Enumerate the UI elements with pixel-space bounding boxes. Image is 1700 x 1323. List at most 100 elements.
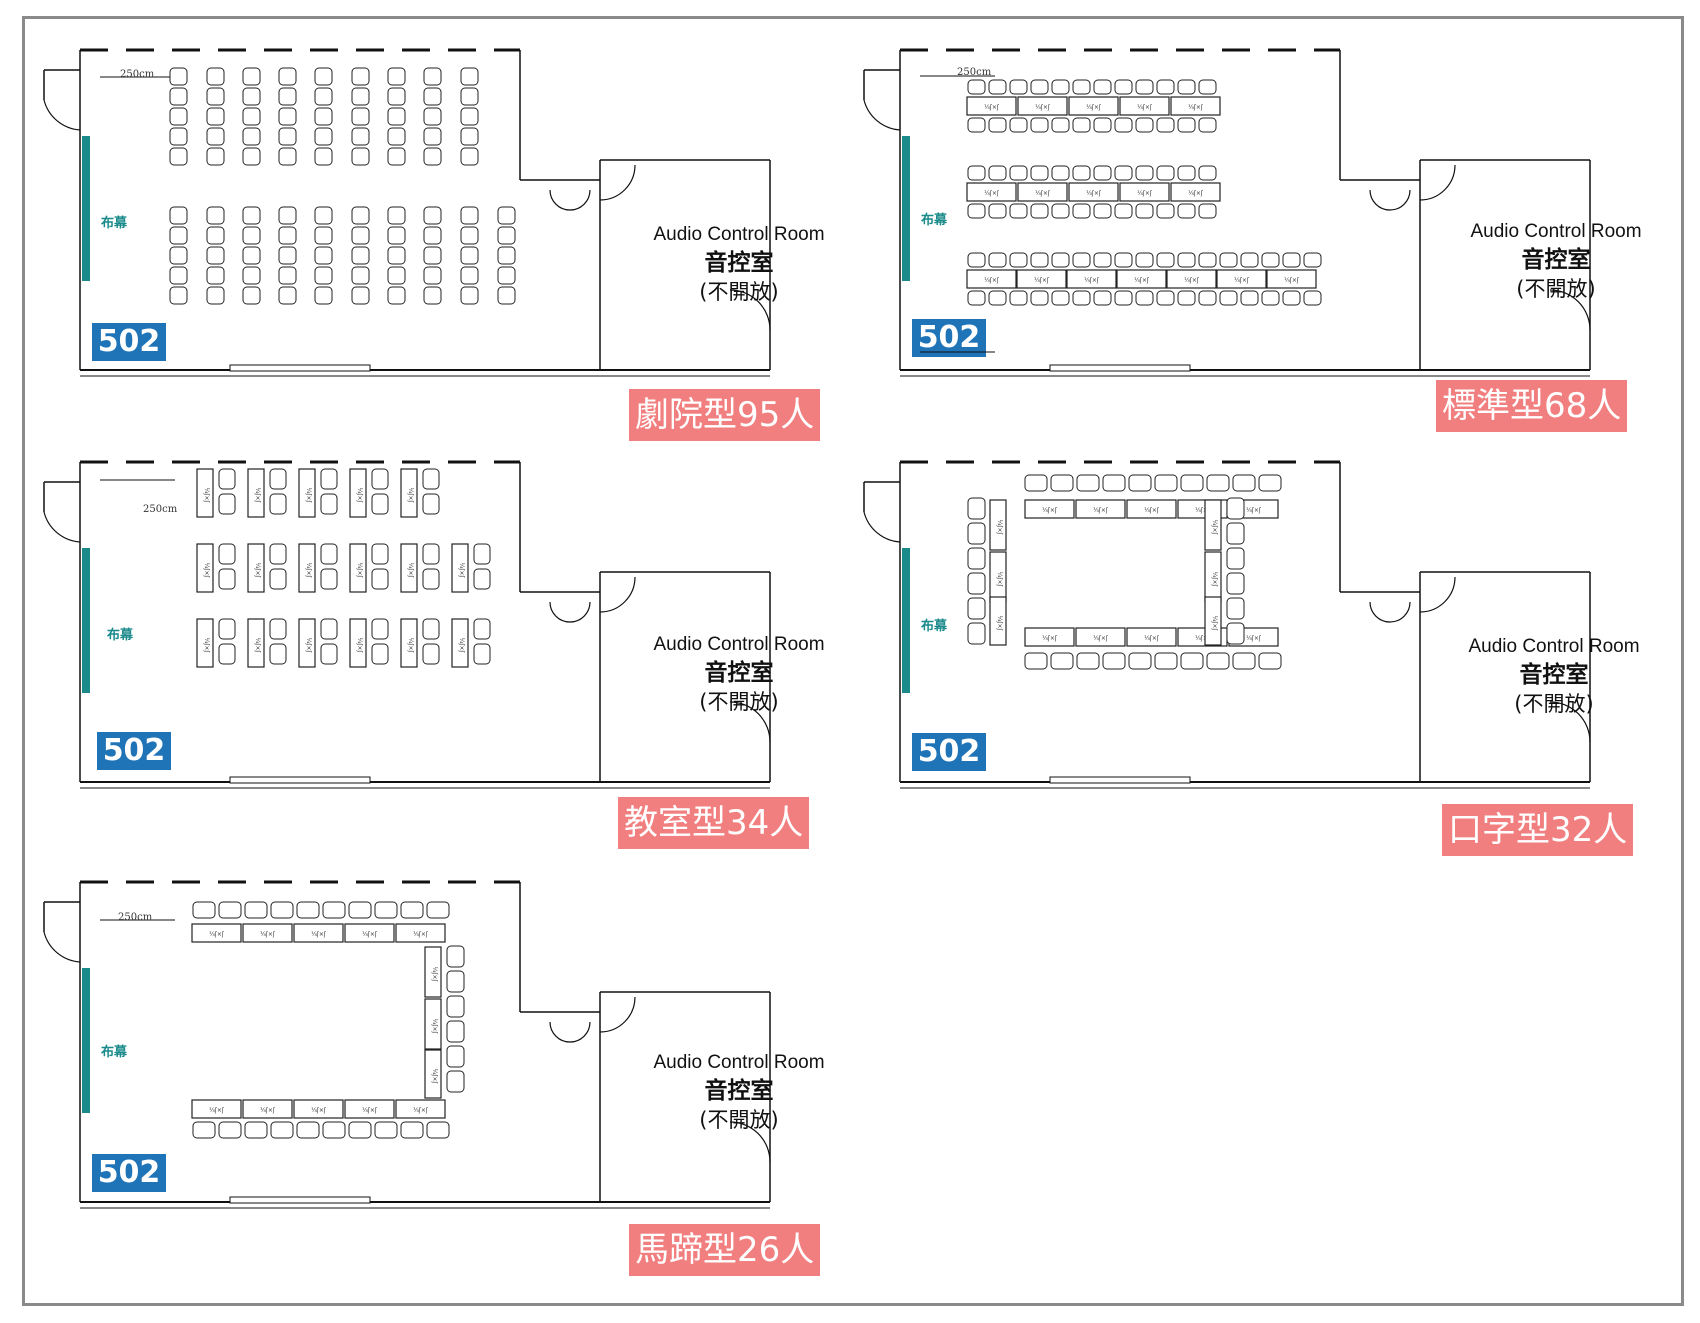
table [400,468,418,518]
chair [169,67,188,86]
table [247,618,265,668]
chair [1177,165,1196,181]
chair [218,643,236,665]
caption-classroom: 教室型34人 [618,797,810,849]
chair [242,67,261,86]
table-label: ¼ʃ×ʃ [1246,635,1262,642]
chair [423,206,442,225]
chair [278,67,297,86]
table [1170,182,1221,202]
control-room-name-en: Audio Control Room [1470,221,1642,242]
window-sill [1049,364,1191,372]
chair [423,67,442,86]
chair [446,1070,465,1093]
chair [278,147,297,166]
projection-screen [902,548,910,693]
chair [371,618,389,640]
chair [387,67,406,86]
chair [460,67,479,86]
chair [1072,290,1091,306]
entry-door-arc [863,99,901,131]
chair [169,147,188,166]
chair [314,206,333,225]
chair [1128,652,1152,670]
chair [314,266,333,285]
control-room-name-zh: 音控室 [704,1078,774,1104]
chair [1282,290,1301,306]
table-label: ¼ʃ×ʃ [413,1107,429,1114]
control-room-note: (不開放) [1516,277,1596,301]
table [1204,596,1222,646]
table-label: ¼ʃ×ʃ [996,572,1003,588]
chair [1128,474,1152,492]
room-number-badge: 502 [92,1154,166,1192]
chair [1258,652,1282,670]
chair [269,468,287,490]
chair [218,1121,242,1139]
table [1017,182,1068,202]
projection-screen [902,136,910,281]
chair [206,147,225,166]
table-label: ¼ʃ×ʃ [254,638,261,654]
chair [242,107,261,126]
table [344,1099,395,1119]
chair [351,87,370,106]
double-door-arc [1369,601,1411,623]
chair [1114,290,1133,306]
chair [497,206,516,225]
screen-label: 布幕 [107,628,134,643]
chair [1180,652,1204,670]
chair [387,87,406,106]
table [1024,627,1075,647]
chair [1093,290,1112,306]
table [196,618,214,668]
chair [206,87,225,106]
caption-u-shape: 馬蹄型26人 [629,1224,821,1276]
screen-label: 布幕 [101,216,128,231]
chair [351,127,370,146]
control-room-name-en: Audio Control Room [1468,636,1640,657]
distance-label: 250cm [120,69,155,80]
chair [314,87,333,106]
table [400,618,418,668]
door-arc [729,701,771,743]
chair [446,970,465,993]
chair [351,286,370,305]
chair [270,901,294,919]
chair [967,572,986,595]
chair [460,266,479,285]
table-label: ¼ʃ×ʃ [203,488,210,504]
table [196,468,214,518]
chair [169,226,188,245]
table [242,1099,293,1119]
table-label: ¼ʃ×ʃ [1211,520,1218,536]
sheet-frame [22,16,1684,1306]
chair [497,286,516,305]
control-room-note: (不開放) [1514,692,1594,716]
chair [497,226,516,245]
table-label: ¼ʃ×ʃ [996,616,1003,632]
table-label: ¼ʃ×ʃ [356,638,363,654]
chair [206,67,225,86]
chair [426,1121,450,1139]
table [293,923,344,943]
chair [967,165,986,181]
control-room-name-en: Audio Control Room [653,224,825,245]
table [989,596,1007,646]
table-label: ¼ʃ×ʃ [1086,104,1102,111]
chair [1102,652,1126,670]
chair [278,87,297,106]
chair [988,79,1007,95]
chair [206,266,225,285]
table-label: ¼ʃ×ʃ [260,931,276,938]
chair [422,468,440,490]
table [191,1099,242,1119]
chair [1135,203,1154,219]
double-door-arc [549,601,591,623]
table-label: ¼ʃ×ʃ [984,190,1000,197]
room-number-badge: 502 [97,732,171,770]
table-label: ¼ʃ×ʃ [458,563,465,579]
control-room-name-en: Audio Control Room [653,1052,825,1073]
chair [1219,290,1238,306]
